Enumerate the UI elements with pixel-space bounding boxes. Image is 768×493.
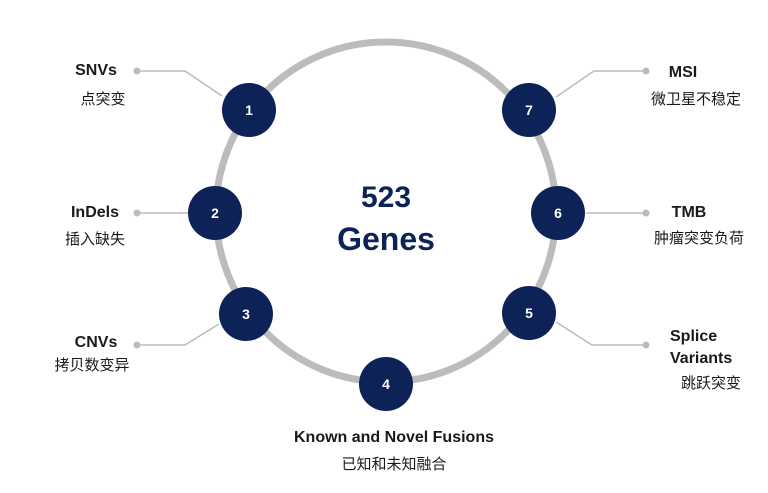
node-5-connector [555, 321, 646, 346]
node-3-number: 3 [242, 306, 250, 322]
node-1-label-en: SNVs [75, 62, 117, 79]
node-4-number: 4 [382, 376, 390, 392]
node-1-number: 1 [245, 102, 253, 118]
node-1-connector [137, 70, 223, 97]
node-5-label-en: Variants [670, 350, 732, 367]
node-6-connector-dot [642, 209, 650, 217]
node-7-label-zh: 微卫星不稳定 [651, 91, 741, 108]
node-4-label-zh: 已知和未知融合 [341, 456, 446, 473]
node-6-circle [531, 186, 585, 240]
node-4-label-en: Known and Novel Fusions [294, 429, 494, 446]
center-gene-label: Genes [337, 221, 435, 257]
node-3-label-en: CNVs [75, 334, 118, 351]
node-5-number: 5 [525, 305, 533, 321]
node-4-circle [359, 357, 413, 411]
node-2-label-zh: 插入缺失 [65, 231, 125, 248]
node-7-connector-dot [642, 67, 650, 75]
node-2-number: 2 [211, 205, 219, 221]
node-6-number: 6 [554, 205, 562, 221]
node-2-connector-dot [133, 209, 141, 217]
node-7-label-en: MSI [669, 64, 697, 81]
connectors [133, 67, 650, 349]
node-5-connector-dot [642, 341, 650, 349]
node-5-circle [502, 286, 556, 340]
node-7-circle [502, 83, 556, 137]
node-6-label-en: TMB [672, 204, 707, 221]
node-2-label-en: InDels [71, 204, 119, 221]
node-3-connector [137, 323, 220, 346]
node-7-connector [555, 70, 646, 98]
center-gene-count: 523 [361, 181, 411, 214]
node-3-label-zh: 拷贝数变异 [54, 357, 129, 374]
node-3-circle [219, 287, 273, 341]
node-1-label-zh: 点突变 [80, 91, 125, 108]
node-2-circle [188, 186, 242, 240]
node-3-connector-dot [133, 341, 141, 349]
node-1-connector-dot [133, 67, 141, 75]
node-1-circle [222, 83, 276, 137]
node-5-label-zh: 跳跃突变 [681, 375, 741, 392]
node-7-number: 7 [525, 102, 533, 118]
nodes: 1 2 3 4 5 6 7 [188, 83, 585, 411]
node-5-label-en: Splice [670, 328, 717, 345]
node-6-label-zh: 肿瘤突变负荷 [654, 230, 744, 247]
labels: SNVs 点突变 InDels 插入缺失 CNVs 拷贝数变异 Known and Nove… [54, 62, 744, 473]
